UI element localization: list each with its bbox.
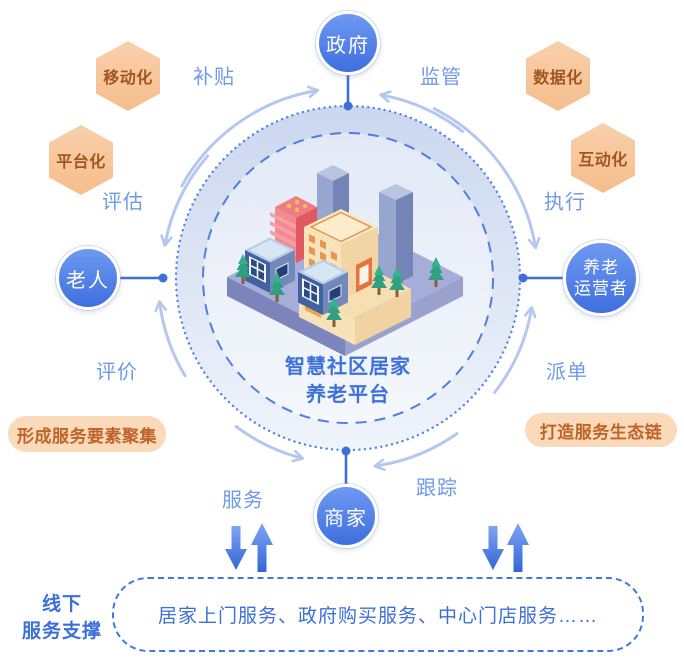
hexagon-interactive: 互动化 bbox=[571, 123, 635, 193]
offline-support-label: 线下 服务支撑 bbox=[18, 591, 106, 645]
arc-subsidy bbox=[180, 85, 320, 188]
node-elderly: 老人 bbox=[56, 246, 120, 310]
hexagon-data: 数据化 bbox=[526, 41, 590, 111]
flow-label-tracking: 跟踪 bbox=[416, 477, 458, 500]
flow-label-supervision: 监管 bbox=[420, 66, 462, 89]
flow-arcs bbox=[154, 85, 541, 471]
arc-execution bbox=[432, 107, 541, 250]
offline-label-line1: 线下 bbox=[41, 594, 82, 615]
center-platform-caption: 智慧社区居家 养老平台 bbox=[285, 353, 411, 409]
arc-supervision bbox=[379, 90, 464, 133]
tree-icon bbox=[235, 254, 444, 327]
city-illustration bbox=[227, 165, 463, 356]
flow-label-subsidy: 补贴 bbox=[193, 66, 235, 89]
flow-label-service: 服务 bbox=[222, 489, 264, 512]
arc-evaluation bbox=[154, 300, 187, 378]
center-caption-line2: 养老平台 bbox=[306, 384, 390, 406]
arc-tracking bbox=[373, 432, 459, 471]
node-operator-line2: 运营者 bbox=[574, 279, 628, 298]
center-caption-line1: 智慧社区居家 bbox=[285, 356, 411, 378]
node-operator: 养老 运营者 bbox=[563, 240, 639, 316]
exchange-arrows-icon bbox=[225, 523, 529, 572]
arc-assessment bbox=[160, 154, 210, 247]
node-connectors bbox=[120, 75, 563, 484]
offline-services-box: 居家上门服务、政府购买服务、中心门店服务…… bbox=[112, 577, 644, 652]
side-tag-right: 打造服务生态链 bbox=[525, 413, 677, 447]
node-operator-line1: 养老 bbox=[583, 258, 619, 277]
flow-label-dispatch: 派单 bbox=[546, 361, 588, 384]
arc-dispatch bbox=[493, 306, 537, 394]
flow-label-assessment: 评估 bbox=[102, 191, 144, 214]
hexagon-platform: 平台化 bbox=[49, 125, 113, 195]
flow-label-evaluation: 评价 bbox=[96, 361, 138, 384]
arc-service bbox=[234, 425, 305, 463]
flow-label-execution: 执行 bbox=[544, 191, 586, 214]
offline-label-line2: 服务支撑 bbox=[21, 621, 102, 642]
node-merchant: 商家 bbox=[314, 484, 378, 548]
node-government: 政府 bbox=[316, 11, 380, 75]
side-tag-left: 形成服务要素聚集 bbox=[8, 416, 166, 452]
